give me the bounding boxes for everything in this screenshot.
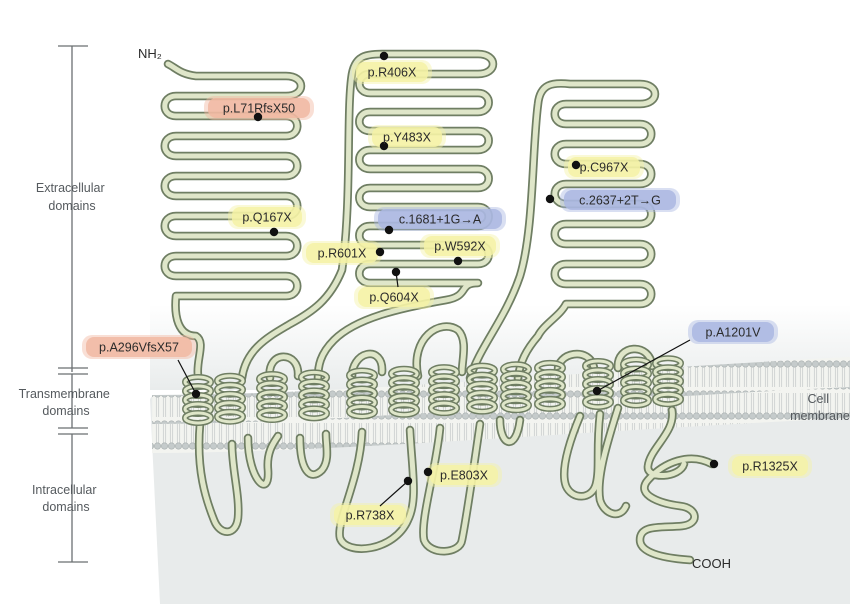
mutation-site-marker (384, 225, 394, 235)
helix-coil (428, 364, 460, 417)
cell-membrane-label-line1: Cell (807, 392, 829, 406)
helix-coil (298, 369, 330, 422)
mutation-label: p.C967X (580, 161, 629, 175)
transmembrane-helices (182, 355, 684, 426)
mutation-label: p.L71RfsX50 (223, 102, 295, 116)
extracellular-label: Extracellular domains (36, 181, 108, 213)
extracellular-label-line1: Extracellular (36, 181, 105, 195)
c-terminus-label: COOH (692, 556, 731, 571)
mutation-leader-line (379, 480, 409, 507)
mutation-site-marker (379, 141, 389, 151)
mutation-site-marker (191, 389, 201, 399)
helix-coil (500, 361, 532, 414)
mutation-label: c.2637+2T→G (579, 194, 661, 208)
cell-membrane-label-line2: membrane (790, 409, 850, 423)
mutation-site-marker (545, 194, 555, 204)
mutation-label: p.A296VfsX57 (99, 341, 179, 355)
mutation-annotation: p.A1201V (592, 320, 778, 396)
mutation-label-background (424, 236, 496, 256)
mutation-label-background (358, 287, 430, 307)
mutation-label: p.R1325X (742, 460, 798, 474)
mutation-annotation: p.C967X (564, 155, 644, 179)
mutation-site-marker (403, 476, 413, 486)
mutation-label: p.E803X (440, 469, 489, 483)
mutation-site-marker (253, 112, 263, 122)
mutation-annotation: p.L71RfsX50 (204, 96, 314, 122)
region-scale-bars (58, 45, 88, 563)
mutation-site-marker (269, 227, 279, 237)
mutation-annotation: p.Q167X (228, 205, 306, 237)
intracellular-label-line1: Intracellular (32, 483, 97, 497)
mutation-label-background (372, 127, 442, 147)
mutation-label-background (356, 62, 428, 82)
helix-coil (652, 355, 684, 408)
mutation-label-background (208, 98, 310, 118)
mutation-label: p.R406X (368, 66, 417, 80)
mutation-label-background (378, 209, 502, 229)
mutation-site-marker (391, 267, 401, 277)
transmembrane-label-line1: Transmembrane (19, 387, 110, 401)
mutation-leader-line (177, 359, 197, 395)
mutation-label: p.R601X (318, 247, 367, 261)
mutation-label-background (732, 456, 808, 476)
mutation-annotation: p.A296VfsX57 (82, 335, 201, 399)
mutation-annotation: p.R738X (330, 476, 413, 527)
mutation-label-background (564, 190, 676, 210)
mutation-label-background (232, 207, 302, 227)
mutation-label-background (306, 243, 378, 263)
mutation-annotation: p.E803X (423, 463, 502, 487)
mutation-annotation: c.1681+1G→A (374, 207, 506, 235)
helix-coil (388, 365, 420, 418)
mutation-label-background (86, 337, 192, 357)
mutation-label: c.1681+1G→A (399, 213, 482, 227)
mutation-annotation: p.R1325X (709, 454, 812, 478)
mutation-label: p.Y483X (383, 131, 432, 145)
n-terminus-label: NH₂ (138, 46, 162, 61)
cell-membrane-label: Cell membrane (790, 392, 850, 423)
mutation-site-marker (379, 51, 389, 61)
mutation-annotation: p.Q604X (354, 267, 434, 309)
mutation-site-marker (709, 459, 719, 469)
mutation-label-background (334, 505, 406, 525)
mutation-site-marker (592, 386, 602, 396)
mutation-label-background (692, 322, 774, 342)
transmembrane-label: Transmembrane domains (19, 387, 114, 418)
mutation-annotations: p.L71RfsX50 p.Q167X p.A296VfsX57 p.R406X p.Y… (82, 51, 812, 527)
mutation-annotation: p.Y483X (368, 125, 446, 151)
extracellular-label-line2: domains (48, 199, 95, 213)
mutation-label: p.W592X (434, 240, 486, 254)
helix-coil (214, 372, 246, 425)
mutation-annotation: p.R406X (352, 51, 432, 84)
mutation-annotation: p.W592X (420, 234, 500, 266)
helix-coil (346, 367, 378, 420)
mutation-annotation: p.R601X (302, 241, 385, 265)
transmembrane-label-line2: domains (42, 404, 89, 418)
mutation-label: p.R738X (346, 509, 395, 523)
mutation-label-background (430, 465, 498, 485)
mutation-label: p.Q604X (369, 291, 419, 305)
protein-chain (160, 49, 717, 565)
mutation-label: p.Q167X (242, 211, 292, 225)
mutation-label: p.A1201V (706, 326, 762, 340)
mutation-site-marker (423, 467, 433, 477)
mutation-site-marker (453, 256, 463, 266)
intracellular-label-line2: domains (42, 500, 89, 514)
mutation-leader-line (596, 339, 691, 392)
helix-coil (466, 362, 498, 415)
helix-coil (256, 371, 288, 424)
mutation-label-background (568, 157, 640, 177)
mutation-site-marker (571, 160, 581, 170)
mutation-site-marker (375, 247, 385, 257)
intracellular-label: Intracellular domains (32, 483, 100, 514)
mutation-annotation: c.2637+2T→G (545, 188, 680, 212)
helix-coil (534, 359, 566, 412)
